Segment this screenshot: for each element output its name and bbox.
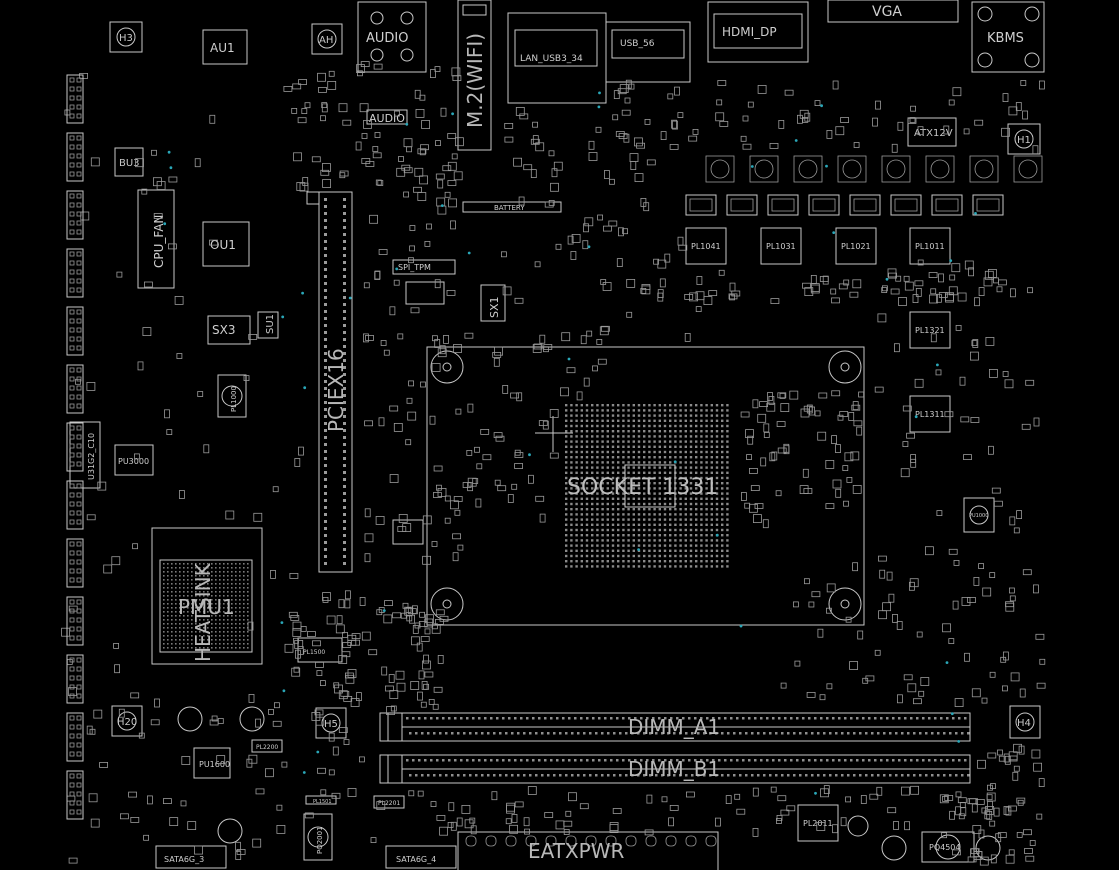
sata4-label: SATA6G_4 (396, 855, 436, 864)
eatxpwr-label: EATXPWR (528, 839, 625, 863)
heatsink-label: HEATSINK (191, 562, 215, 662)
usb-label: USB_56 (620, 39, 655, 49)
sata3-label: SATA6G_3 (164, 855, 204, 864)
socket-pin-grid (565, 404, 729, 568)
audio-mid-label: AUDIO (369, 112, 405, 125)
pq4504-label: PQ4504 (929, 843, 960, 852)
kbms-label: KBMS (987, 31, 1024, 46)
usb3-label: U31G2_C10 (87, 433, 96, 480)
pl1011-label: PL1011 (915, 242, 945, 251)
pciex16-slot: PCIEX16 (306, 191, 353, 573)
sx3-label: SX3 (212, 323, 235, 337)
dimm-a1-slot: DIMM_A1 (379, 712, 971, 742)
pl2200-label: PL2200 (256, 744, 278, 751)
ah-label: AH (319, 35, 333, 46)
hdmi-label: HDMI_DP (722, 25, 777, 39)
passive-components (61, 61, 1046, 866)
vga-label: VGA (872, 4, 902, 20)
io-connectors: H3 AU1 AH AUDIO M.2(WIFI) LAN_USB3_34 US… (109, 0, 1045, 155)
center-components: AUDIO BATTERY SX1 SPI_TPM (366, 109, 562, 545)
cpu-fan-label: CPU_FAN (152, 215, 166, 268)
atx12v-label: ATX12V (914, 128, 953, 139)
h5-label: H5 (324, 719, 338, 730)
au1-label: AU1 (210, 41, 235, 55)
pl1021-label: PL1021 (841, 242, 871, 251)
h4-label: H4 (1017, 718, 1031, 729)
socket-label: SOCKET 1331 (567, 475, 718, 500)
bu3-label: BU3 (119, 158, 140, 169)
lan-label: LAN_USB3_34 (520, 54, 583, 64)
dimm-b1-label: DIMM_B1 (628, 757, 720, 781)
cpu-socket: SOCKET 1331 (426, 346, 865, 626)
dimm-b1-slot: DIMM_B1 (379, 754, 971, 784)
pu1000-label: PU1000 (969, 513, 988, 519)
pl1321-label: PL1321 (915, 326, 945, 335)
left-components: BU3 CPU_FAN OU1 SX3 SU1 PL1000 U31G2_C10… (69, 147, 457, 869)
su1-label: SU1 (265, 314, 276, 334)
pl1501-label: PL1501 (313, 799, 332, 805)
sx1-label: SX1 (488, 296, 501, 318)
pu1600-label: PU1600 (199, 760, 230, 769)
pl2201-label: PL2201 (378, 800, 400, 807)
ou1-label: OU1 (210, 238, 236, 252)
eatxpwr-connector: EATXPWR (457, 831, 719, 870)
m2-label: M.2(WIFI) (463, 33, 487, 128)
battery-label: BATTERY (494, 204, 525, 212)
pl1311-label: PL1311 (915, 410, 945, 419)
pl1500-label: PL1500 (303, 649, 325, 656)
audio-top-label: AUDIO (366, 31, 409, 46)
pl1041-label: PL1041 (691, 242, 721, 251)
pl1000-label: PL1000 (230, 386, 238, 412)
pl1031-label: PL1031 (766, 242, 796, 251)
pq2001-label: PQ2001 (316, 826, 324, 854)
h3-label: H3 (119, 33, 133, 44)
vrm-components: PL1041 PL1031 PL1021 PL1011 PL1321 PL131… (685, 155, 1043, 863)
spi-label: SPI_TPM (398, 263, 431, 272)
h20-label: H20 (117, 717, 137, 728)
pciex16-label: PCIEX16 (324, 348, 348, 432)
pmu1-label: PMU1 (178, 595, 235, 619)
dimm-a1-label: DIMM_A1 (628, 715, 720, 739)
pu3000-label: PU3000 (118, 457, 149, 466)
pl2011-label: PL2011 (803, 819, 833, 828)
h1-label: H1 (1017, 135, 1031, 146)
